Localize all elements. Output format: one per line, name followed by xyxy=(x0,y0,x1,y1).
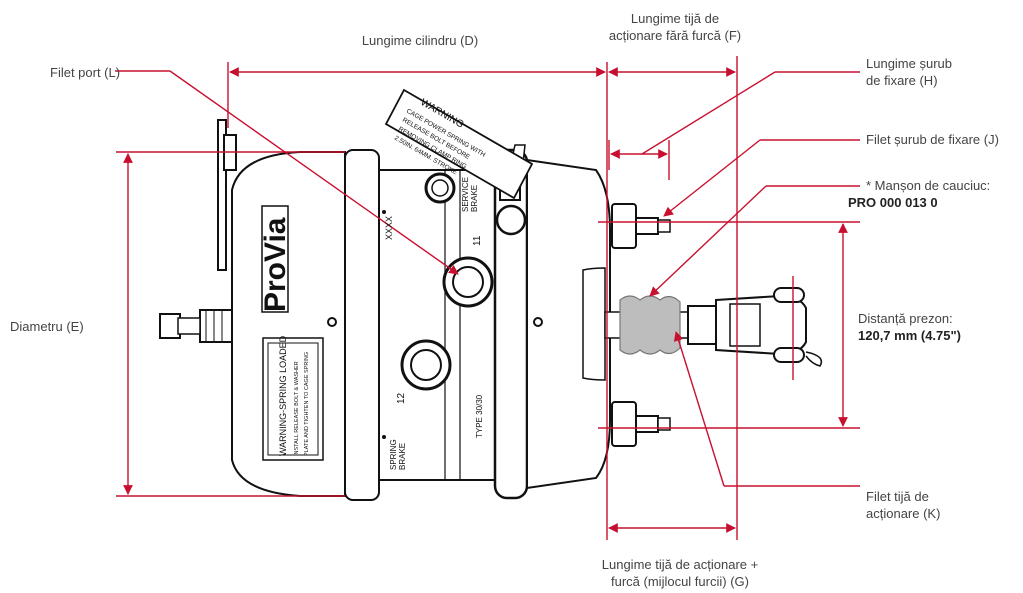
label-tija-furca-line-2: furcă (mijlocul furcii) (G) xyxy=(611,574,749,589)
dimension-lines xyxy=(115,56,860,540)
xxxx-label: XXXX xyxy=(384,216,394,240)
label-manson-line-2: PRO 000 013 0 xyxy=(848,194,938,211)
type-label: TYPE 30/30 xyxy=(475,394,484,438)
label-distanta-line-2: 120,7 mm (4.75") xyxy=(858,327,961,344)
spring-brake-label-1: SPRING xyxy=(389,439,398,470)
brand-logo: ProVia xyxy=(259,217,292,312)
service-brake-label-1: SERVICE xyxy=(461,177,470,212)
label-filet-surub: Filet șurub de fixare (J) xyxy=(866,132,999,147)
spring-brake-label-2: BRAKE xyxy=(398,443,407,470)
manson-part-number: PRO 000 013 0 xyxy=(848,195,938,210)
label-surub-fixare-line-1: Lungime șurub xyxy=(866,56,952,71)
distanta-value: 120,7 mm (4.75") xyxy=(858,328,961,343)
spring-label-line-1: INSTALL RELEASE BOLT & WASHER xyxy=(294,361,300,456)
label-filet-tija-line-1: Filet tijă de xyxy=(866,489,929,504)
label-tija-fara-furca-line-1: Lungime tijă de xyxy=(630,11,720,26)
port-11-label: 11 xyxy=(472,235,483,246)
label-manson-line-1: * Manșon de cauciuc: xyxy=(866,178,991,193)
label-surub-fixare-line-2: de fixare (H) xyxy=(866,73,938,88)
label-diametru: Diametru (E) xyxy=(10,319,84,334)
label-filet-tija-line-2: acționare (K) xyxy=(866,506,941,521)
spring-label-title: WARNING-SPRING LOADED xyxy=(278,335,288,456)
label-distanta-line-1: Distanță prezon: xyxy=(858,311,953,326)
label-tija-fara-furca-line-2: acționare fără furcă (F) xyxy=(608,28,742,43)
label-tija-furca-line-1: Lungime tijă de acționare + xyxy=(601,557,759,572)
spring-label-line-2: PLATE AND TIGHTEN TO CAGE SPRING xyxy=(304,352,310,456)
port-12-label: 12 xyxy=(396,392,407,404)
brake-chamber-drawing xyxy=(159,88,823,501)
service-brake-label-2: BRAKE xyxy=(470,185,479,212)
label-lungime-cilindru: Lungime cilindru (D) xyxy=(361,33,479,48)
label-filet-port: Filet port (L) xyxy=(50,65,121,80)
